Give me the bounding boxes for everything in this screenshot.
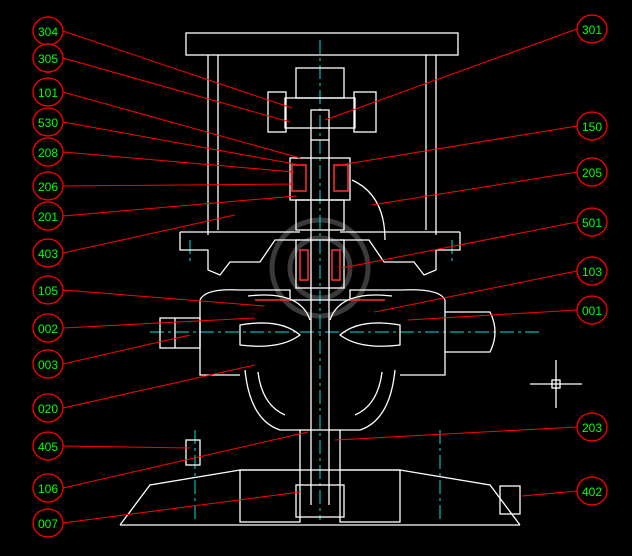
callout-balloon xyxy=(32,393,64,423)
callout-label: 007 xyxy=(38,517,58,531)
callout-001: 001 xyxy=(576,295,608,325)
callout-007: 007 xyxy=(32,508,64,538)
callout-label: 106 xyxy=(38,482,58,496)
leader-line-105 xyxy=(62,289,265,307)
leader-line-405 xyxy=(62,445,191,449)
callout-label: 208 xyxy=(38,146,58,160)
callout-label: 206 xyxy=(38,180,58,194)
leader-line-205 xyxy=(371,171,578,206)
callout-403: 403 xyxy=(32,238,64,268)
callout-balloon xyxy=(32,238,64,268)
callout-402: 402 xyxy=(576,476,608,506)
callout-balloon xyxy=(576,412,608,442)
callout-501: 501 xyxy=(576,207,608,237)
callout-label: 403 xyxy=(38,247,58,261)
callout-label: 150 xyxy=(582,120,602,134)
callout-530: 530 xyxy=(32,107,64,137)
callout-balloon xyxy=(576,256,608,286)
callout-balloon xyxy=(32,43,64,73)
leader-line-106 xyxy=(62,431,309,489)
callout-label: 501 xyxy=(582,216,602,230)
leader-line-304 xyxy=(62,30,293,109)
leader-line-305 xyxy=(62,57,291,123)
leader-line-201 xyxy=(62,195,297,217)
leader-line-208 xyxy=(62,151,295,173)
callout-301: 301 xyxy=(576,14,608,44)
callout-label: 203 xyxy=(582,421,602,435)
callout-label: 103 xyxy=(582,265,602,279)
leader-line-007 xyxy=(62,491,301,524)
leader-line-301 xyxy=(324,28,578,121)
callout-label: 530 xyxy=(38,116,58,130)
leader-line-403 xyxy=(62,214,236,254)
callout-label: 020 xyxy=(38,402,58,416)
callout-label: 201 xyxy=(38,210,58,224)
callout-balloon xyxy=(32,313,64,343)
pump-outline xyxy=(119,32,582,526)
callout-002: 002 xyxy=(32,313,64,343)
callout-balloon xyxy=(32,431,64,461)
callout-balloon xyxy=(576,295,608,325)
leader-line-203 xyxy=(334,426,578,441)
callout-balloon xyxy=(32,77,64,107)
callout-201: 201 xyxy=(32,201,64,231)
leader-line-103 xyxy=(374,270,578,313)
leader-lines xyxy=(62,28,578,524)
callout-balloon xyxy=(576,111,608,141)
callout-balloon xyxy=(32,275,64,305)
callout-balloon xyxy=(576,207,608,237)
leader-line-101 xyxy=(62,91,301,159)
callout-balloon xyxy=(32,107,64,137)
leader-line-501 xyxy=(341,221,578,269)
leader-line-020 xyxy=(62,364,256,409)
callout-106: 106 xyxy=(32,473,64,503)
callout-label: 002 xyxy=(38,322,58,336)
callout-label: 301 xyxy=(582,23,602,37)
callout-balloon xyxy=(32,137,64,167)
callout-label: 305 xyxy=(38,52,58,66)
callout-101: 101 xyxy=(32,77,64,107)
callout-205: 205 xyxy=(576,157,608,187)
callout-balloon xyxy=(576,14,608,44)
callout-206: 206 xyxy=(32,171,64,201)
callout-label: 205 xyxy=(582,166,602,180)
callout-label: 001 xyxy=(582,304,602,318)
callout-020: 020 xyxy=(32,393,64,423)
callout-150: 150 xyxy=(576,111,608,141)
callout-103: 103 xyxy=(576,256,608,286)
callout-label: 304 xyxy=(38,25,58,39)
callout-304: 304 xyxy=(32,16,64,46)
callout-balloon xyxy=(32,473,64,503)
callout-balloon xyxy=(32,201,64,231)
callout-203: 203 xyxy=(576,412,608,442)
callout-balloon xyxy=(32,349,64,379)
callout-balloon xyxy=(576,476,608,506)
callout-208: 208 xyxy=(32,137,64,167)
leader-line-402 xyxy=(521,490,578,497)
part-callouts: 304 305 101 530 208 206 201 403 105 002 003 020 405 1… xyxy=(32,14,608,538)
callout-305: 305 xyxy=(32,43,64,73)
leader-line-003 xyxy=(62,334,191,365)
leader-line-001 xyxy=(407,309,578,321)
callout-label: 405 xyxy=(38,440,58,454)
callout-label: 402 xyxy=(582,485,602,499)
callout-balloon xyxy=(576,157,608,187)
callout-105: 105 xyxy=(32,275,64,305)
callout-003: 003 xyxy=(32,349,64,379)
callout-label: 003 xyxy=(38,358,58,372)
callout-label: 101 xyxy=(38,86,58,100)
leader-line-206 xyxy=(62,183,293,187)
callout-balloon xyxy=(32,508,64,538)
leader-line-530 xyxy=(62,121,301,166)
callout-405: 405 xyxy=(32,431,64,461)
callout-label: 105 xyxy=(38,284,58,298)
leader-line-002 xyxy=(62,317,256,329)
leader-line-150 xyxy=(339,125,578,166)
callout-balloon xyxy=(32,171,64,201)
